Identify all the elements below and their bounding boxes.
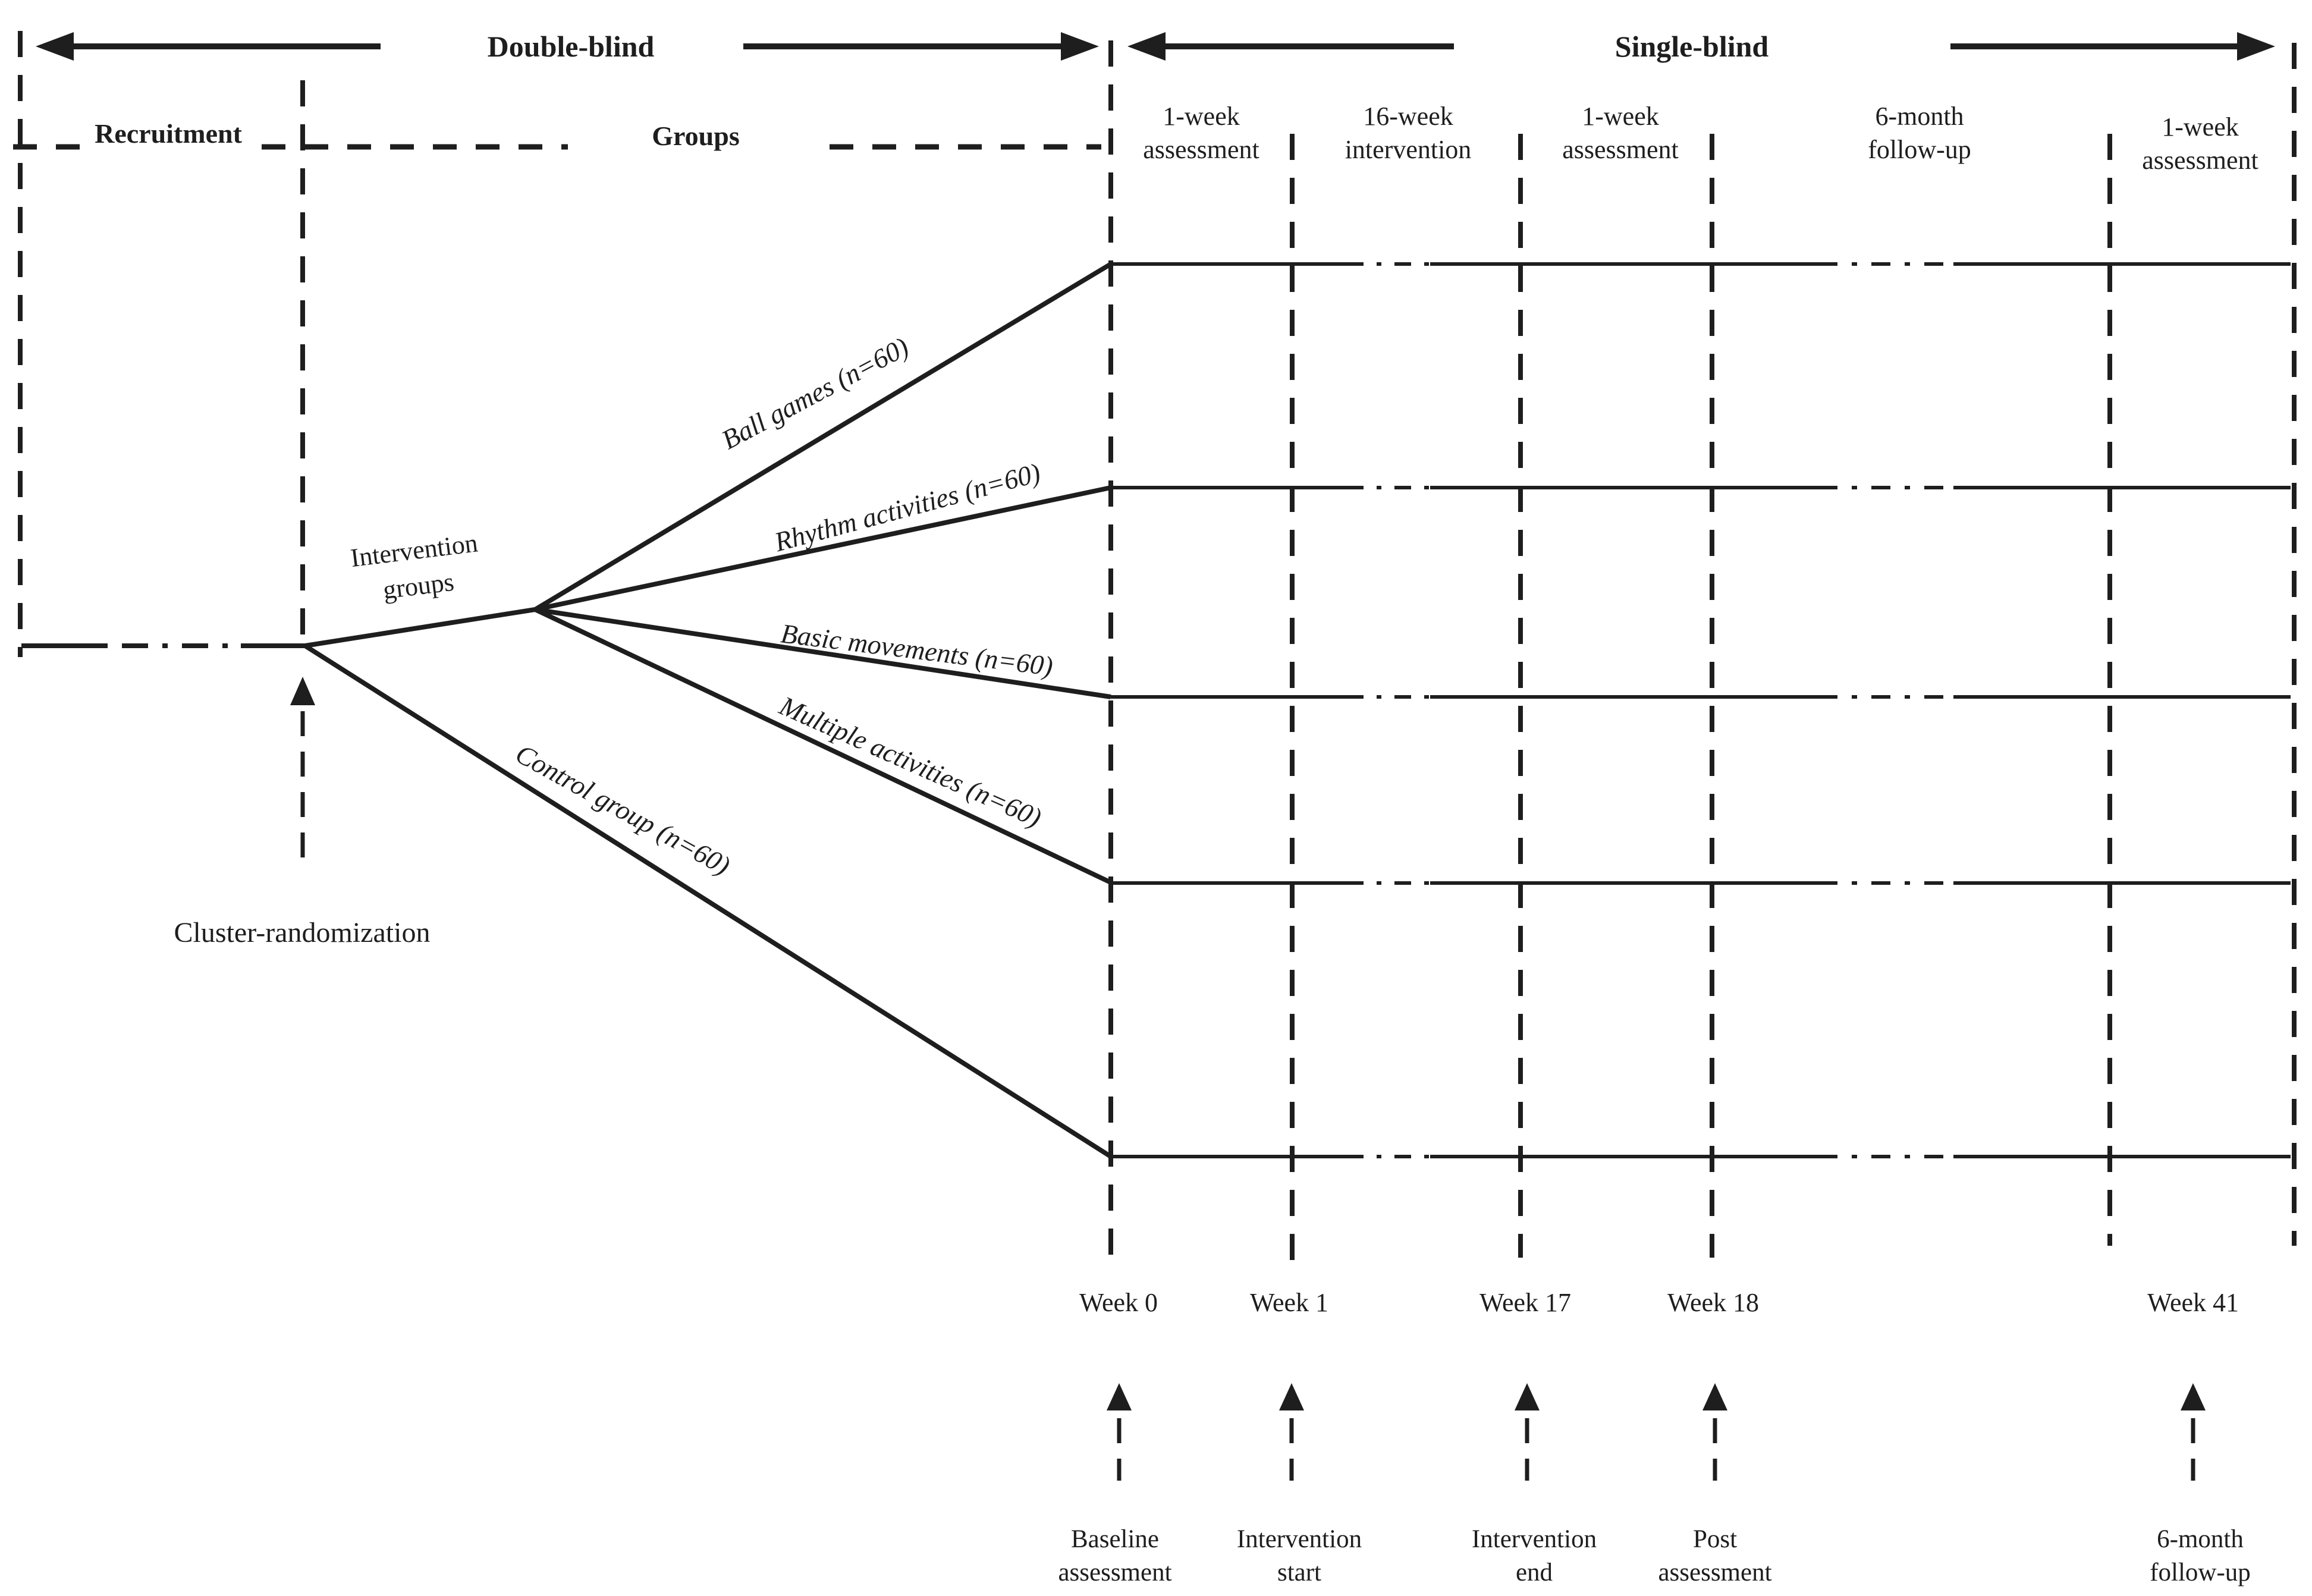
- intervention-groups-label: groups: [381, 567, 456, 605]
- group-label-rhythm-activities: Rhythm activities (n=60): [771, 457, 1044, 558]
- milestone-intervention-start: Intervention: [1237, 1525, 1362, 1553]
- branch-control-group: [303, 643, 1113, 1159]
- milestone-post-assessment: Post: [1693, 1525, 1737, 1553]
- col-header-assessment-1: 1-week: [1163, 102, 1240, 131]
- col-header-assessment-2: assessment: [1562, 135, 1679, 164]
- milestone-captions: Baseline assessment Intervention start I…: [1058, 1525, 2250, 1586]
- double-blind-phase: Double-blind: [36, 30, 1099, 63]
- phase-label-single-blind: Single-blind: [1615, 30, 1769, 63]
- week-label-0: Week 0: [1079, 1288, 1158, 1317]
- header-label-recruitment: Recruitment: [95, 118, 242, 149]
- timeline-column-headers: 1-week assessment 16-week intervention 1…: [1143, 102, 2258, 175]
- group-label-ball-games: Ball games (n=60): [717, 331, 913, 455]
- branch-ball-games: [533, 262, 1113, 612]
- branch-to-intervention-node: [304, 607, 536, 648]
- cluster-randomization-label: Cluster-randomization: [174, 917, 431, 948]
- col-header-assessment-1: assessment: [1143, 135, 1259, 164]
- group-branches: [303, 262, 1113, 1159]
- week-label-17: Week 17: [1479, 1288, 1571, 1317]
- intervention-groups-annotation: Intervention groups: [349, 528, 479, 605]
- arrow-up-icon: [1515, 1383, 1540, 1410]
- week-axis: Week 0 Week 1 Week 17 Week 18 Week 41: [1079, 1288, 2239, 1317]
- col-header-intervention: 16-week: [1363, 102, 1453, 131]
- arrow-up-icon: [1702, 1383, 1727, 1410]
- milestone-post-assessment: assessment: [1658, 1559, 1771, 1586]
- col-header-followup: follow-up: [1868, 135, 1971, 164]
- header-label-groups: Groups: [652, 121, 739, 151]
- arrow-up-icon: [1107, 1383, 1132, 1410]
- arrow-left-icon: [36, 32, 74, 61]
- col-header-assessment-3: assessment: [2142, 146, 2258, 175]
- group-label-basic-movements: Basic movements (n=60): [779, 618, 1054, 681]
- arrow-left-icon: [1127, 32, 1166, 61]
- week-label-1: Week 1: [1250, 1288, 1328, 1317]
- phase-label-double-blind: Double-blind: [488, 30, 655, 63]
- col-header-followup: 6-month: [1875, 102, 1964, 131]
- header-row: Recruitment Groups: [13, 118, 1101, 151]
- group-label-multiple-activities: Multiple activities (n=60): [775, 690, 1046, 832]
- week-label-41: Week 41: [2147, 1288, 2239, 1317]
- cluster-randomization-annotation: Cluster-randomization: [174, 677, 431, 948]
- milestone-intervention-end: end: [1516, 1559, 1553, 1586]
- week-label-18: Week 18: [1667, 1288, 1759, 1317]
- milestone-baseline: assessment: [1058, 1559, 1171, 1586]
- milestone-intervention-end: Intervention: [1472, 1525, 1597, 1553]
- intervention-groups-label: Intervention: [349, 528, 479, 573]
- col-header-assessment-3: 1-week: [2162, 112, 2239, 142]
- branch-basic-movements: [535, 607, 1111, 699]
- milestone-followup: follow-up: [2150, 1559, 2251, 1586]
- single-blind-phase: Single-blind: [1127, 30, 2275, 63]
- branch-multiple-activities: [534, 607, 1113, 885]
- col-header-intervention: intervention: [1345, 135, 1472, 164]
- arrow-up-icon: [1279, 1383, 1304, 1410]
- group-label-control-group: Control group (n=60): [511, 738, 735, 881]
- arrow-up-icon: [290, 677, 315, 705]
- milestone-intervention-start: start: [1277, 1559, 1321, 1586]
- col-header-assessment-2: 1-week: [1582, 102, 1659, 131]
- milestone-baseline: Baseline: [1071, 1525, 1159, 1553]
- milestone-arrows: [1107, 1383, 2206, 1481]
- milestone-followup: 6-month: [2157, 1525, 2244, 1553]
- arrow-up-icon: [2181, 1383, 2206, 1410]
- arrow-right-icon: [1061, 32, 1099, 61]
- arrow-right-icon: [2237, 32, 2275, 61]
- branch-rhythm-activities: [535, 485, 1111, 612]
